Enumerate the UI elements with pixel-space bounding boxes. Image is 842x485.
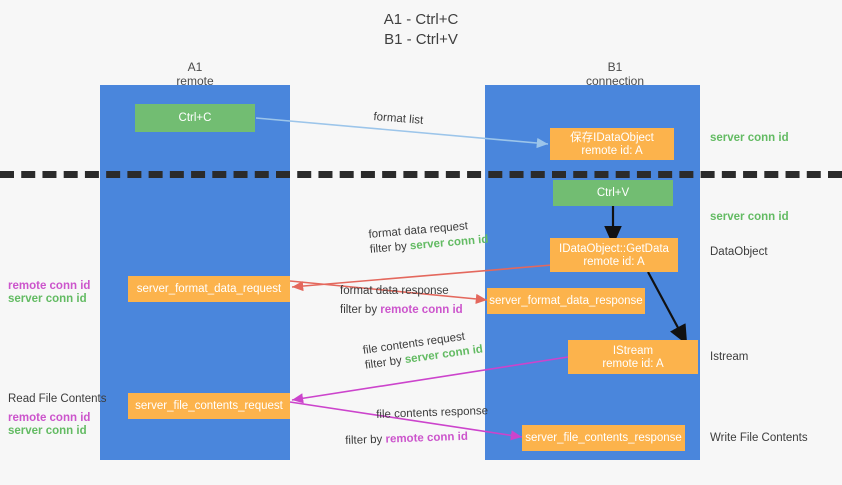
phase-divider — [0, 171, 842, 178]
node-save-idataobject[interactable]: 保存IDataObject remote id: A — [550, 128, 674, 160]
node-ctrl-c-label: Ctrl+C — [178, 112, 212, 124]
filter-prefix: filter by — [340, 304, 381, 316]
annotation-server-conn-id-3: server conn id — [8, 293, 87, 305]
node-server-format-data-request[interactable]: server_format_data_request — [128, 276, 290, 302]
annotation-istream: Istream — [710, 351, 749, 363]
filter-prefix: filter by — [369, 240, 411, 256]
edge-label-format-data-response-text: format data response — [340, 285, 449, 297]
diagram-title: A1 - Ctrl+C B1 - Ctrl+V — [0, 10, 842, 50]
filter-prefix: filter by — [345, 433, 386, 447]
node-server-file-contents-response[interactable]: server_file_contents_response — [522, 425, 685, 451]
annotation-remote-conn-id-2: remote conn id — [8, 412, 91, 424]
node-istream-label: IStream — [612, 344, 654, 357]
node-save-idataobject-label: 保存IDataObject — [570, 131, 654, 144]
annotation-server-conn-id-4: server conn id — [8, 425, 87, 437]
filter-key-remote-conn-id: remote conn id — [385, 430, 469, 446]
node-server-format-data-response-label: server_format_data_response — [489, 295, 643, 307]
annotation-server-conn-id-1: server conn id — [710, 132, 789, 144]
column-b1-name: B1 — [607, 60, 623, 74]
node-server-file-contents-response-label: server_file_contents_response — [525, 432, 682, 444]
column-b1-role: connection — [585, 74, 645, 88]
node-idataobject-getdata-label: IDataObject::GetData — [559, 242, 669, 255]
annotation-write-file-contents: Write File Contents — [710, 432, 808, 444]
title-line-2: B1 - Ctrl+V — [384, 31, 458, 48]
column-a1-name: A1 — [187, 60, 203, 74]
filter-key-remote-conn-id: remote conn id — [380, 304, 463, 316]
annotation-server-conn-id-2: server conn id — [710, 211, 789, 223]
node-ctrl-v[interactable]: Ctrl+V — [553, 180, 673, 206]
column-header-a1: A1 remote — [115, 60, 275, 88]
node-save-idataobject-sub: remote id: A — [581, 144, 643, 157]
node-idataobject-getdata-sub: remote id: A — [583, 255, 645, 268]
column-header-b1: B1 connection — [535, 60, 695, 88]
node-server-format-data-request-label: server_format_data_request — [136, 283, 282, 295]
edge-label-format-list-text: format list — [372, 110, 424, 127]
annotation-remote-conn-id-1: remote conn id — [8, 280, 91, 292]
node-ctrl-c[interactable]: Ctrl+C — [135, 104, 255, 132]
annotation-dataobject: DataObject — [710, 246, 768, 258]
title-line-1: A1 - Ctrl+C — [383, 11, 459, 28]
node-idataobject-getdata[interactable]: IDataObject::GetData remote id: A — [550, 238, 678, 272]
edge-label-format-data-response: format data response filter by remote co… — [340, 284, 463, 318]
node-ctrl-v-label: Ctrl+V — [596, 187, 630, 199]
edge-label-format-data-response-filter: filter by remote conn id — [340, 303, 463, 318]
node-istream[interactable]: IStream remote id: A — [568, 340, 698, 374]
node-server-file-contents-request-label: server_file_contents_request — [135, 400, 283, 412]
node-istream-sub: remote id: A — [602, 357, 664, 370]
node-server-format-data-response[interactable]: server_format_data_response — [487, 288, 645, 314]
annotation-read-file-contents: Read File Contents — [8, 393, 107, 405]
column-a1-role: remote — [176, 74, 214, 88]
node-server-file-contents-request[interactable]: server_file_contents_request — [128, 393, 290, 419]
